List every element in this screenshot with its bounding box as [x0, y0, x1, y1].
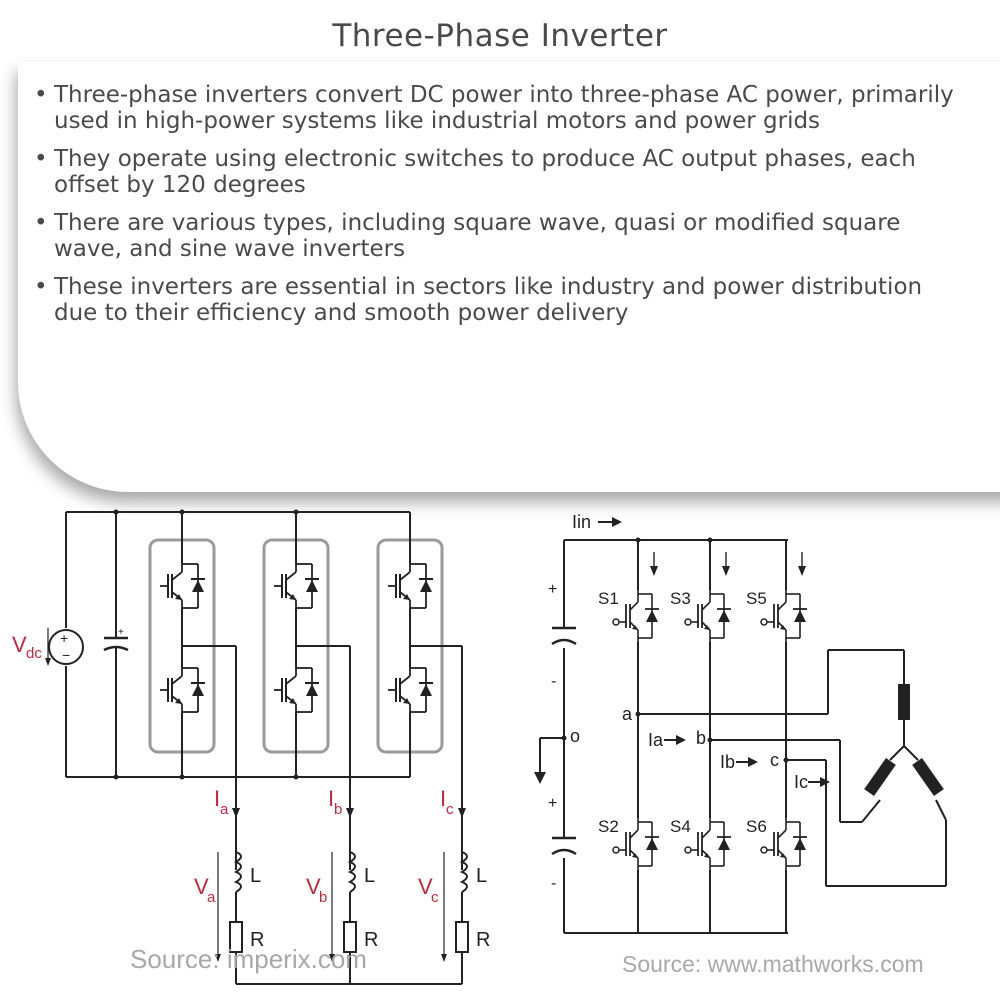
dc-link-capacitor: + [103, 512, 129, 777]
bullet-item: These inverters are essential in sectors… [30, 274, 960, 326]
switch-label-s3: S3 [670, 589, 691, 608]
input-current-label: Iin [572, 512, 591, 532]
bullet-item: They operate using electronic switches t… [30, 146, 960, 198]
vdc-label: V [12, 632, 27, 657]
resistor-label-b: R [364, 929, 378, 951]
right-inverter-diagram: + - + - o Iin [534, 512, 947, 977]
right-source-label: Source: www.mathworks.com [622, 951, 924, 977]
switch-label-s1: S1 [598, 589, 619, 608]
node-label-c: c [770, 750, 779, 770]
switch-label-s2: S2 [598, 817, 619, 836]
voltage-label-b: V [306, 874, 321, 899]
inductor-label-b: L [364, 865, 375, 887]
midpoint-label: o [570, 726, 580, 746]
left-inverter-diagram: + − V dc + [12, 509, 490, 985]
vdc-subscript: dc [26, 645, 42, 662]
node-label-a: a [622, 704, 633, 724]
leg-b [262, 509, 351, 870]
load-a [215, 808, 243, 984]
bullet-item: Three-phase inverters convert DC power i… [30, 82, 960, 134]
voltage-sub-c: c [431, 889, 439, 906]
cap-top-plus: + [548, 581, 557, 598]
dc-source-symbol [48, 629, 84, 665]
leg-a [148, 509, 237, 870]
leg-c [376, 512, 463, 870]
load-b [329, 808, 357, 984]
current-sub-a: a [220, 801, 229, 818]
cap-bottom-plus: + [548, 795, 557, 812]
resistor-label-a: R [250, 929, 264, 951]
cap-bottom-minus: - [551, 875, 556, 892]
svg-text:−: − [62, 647, 70, 663]
phase-current-b: Ib [720, 752, 735, 772]
column-b [684, 537, 840, 933]
svg-text:+: + [118, 627, 124, 638]
inductor-label-c: L [476, 865, 487, 887]
current-label-b: I [328, 786, 334, 811]
current-label-a: I [214, 786, 220, 811]
voltage-label-c: V [418, 874, 433, 899]
node-label-b: b [696, 728, 706, 748]
voltage-label-a: V [194, 874, 209, 899]
load-c [441, 808, 469, 984]
bullet-item: There are various types, including squar… [30, 210, 960, 262]
phase-current-c: Ic [794, 772, 808, 792]
current-label-c: I [440, 786, 446, 811]
switch-label-s5: S5 [746, 589, 767, 608]
load-impedance-b [864, 757, 896, 797]
page-title: Three-Phase Inverter [332, 18, 668, 54]
cap-top-minus: - [551, 673, 556, 690]
switch-label-s4: S4 [670, 817, 691, 836]
current-sub-c: c [446, 801, 454, 818]
inductor-label-a: L [250, 865, 261, 887]
voltage-sub-b: b [319, 889, 327, 906]
switch-label-s6: S6 [746, 817, 767, 836]
bullet-list: Three-phase inverters convert DC power i… [30, 82, 960, 338]
load-impedance-a [898, 684, 910, 720]
voltage-sub-a: a [207, 889, 216, 906]
column-a [612, 537, 828, 933]
load-impedance-c [912, 757, 944, 797]
phase-current-a: Ia [648, 730, 664, 750]
column-c [760, 540, 808, 933]
svg-text:+: + [60, 630, 68, 646]
resistor-label-c: R [476, 929, 490, 951]
left-source-label: Source: imperix.com [130, 944, 367, 974]
current-sub-b: b [334, 801, 342, 818]
